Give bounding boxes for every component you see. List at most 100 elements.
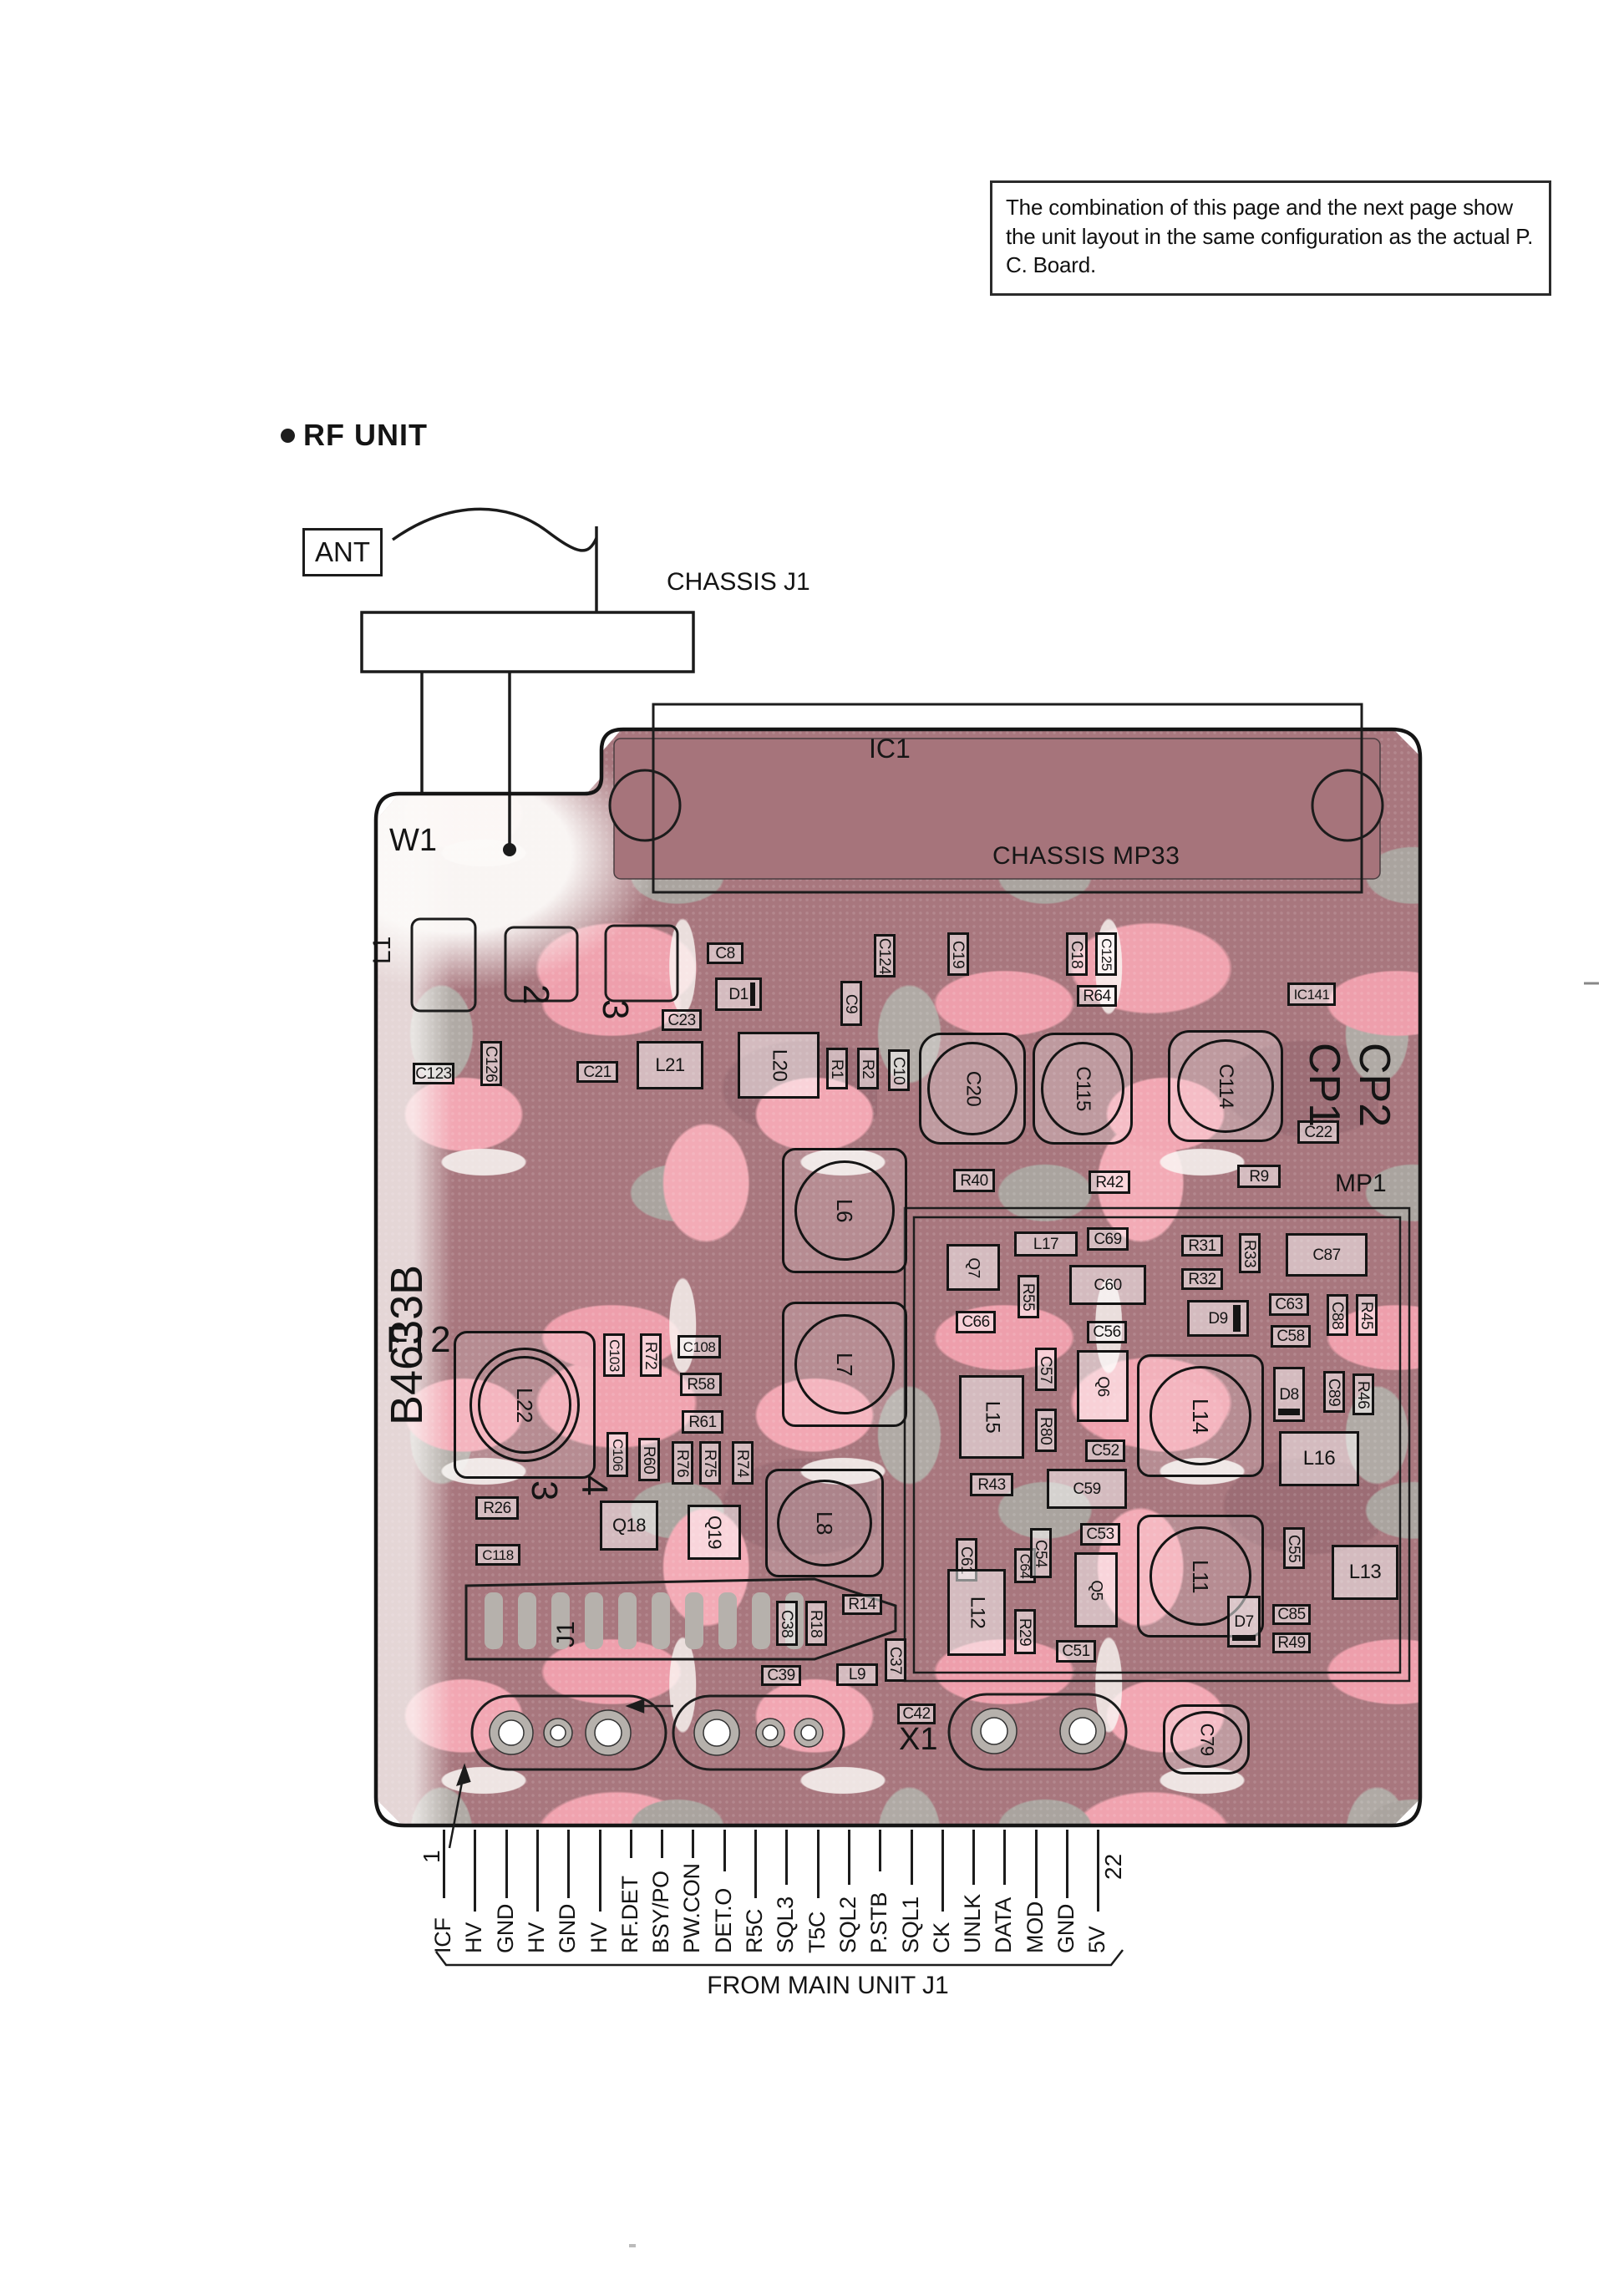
component-q7: Q7 <box>946 1244 1000 1291</box>
component-cp1: CP1 <box>1300 1043 1348 1128</box>
component-r61: R61 <box>682 1410 723 1434</box>
component-c53: C53 <box>1080 1523 1120 1546</box>
pin-label-rf-det: RF.DET <box>617 1876 642 1953</box>
pin-group-bracket <box>435 1949 1124 1967</box>
pin-line-7 <box>629 1830 632 1858</box>
component-c54: C54 <box>1030 1528 1052 1578</box>
pin-line-14 <box>847 1830 850 1885</box>
chassis-j1-label: CHASSIS J1 <box>667 568 810 596</box>
component-2: 2 <box>515 984 556 1005</box>
section-heading: RF UNIT <box>281 418 428 453</box>
board-outline <box>373 727 1423 1828</box>
component-l22: L22 <box>454 1331 596 1479</box>
component-l11: L11 <box>1137 1515 1264 1637</box>
component-c52: C52 <box>1085 1439 1125 1462</box>
component-d1: D1 <box>715 977 762 1011</box>
pin-label-gnd: GND <box>492 1903 518 1953</box>
component-c58: C58 <box>1271 1325 1311 1348</box>
ant-label: ANT <box>315 536 370 567</box>
component-r29: R29 <box>1014 1609 1036 1654</box>
pin-label-data: DATA <box>991 1897 1017 1953</box>
bullet-icon <box>281 428 295 443</box>
component-l12: L12 <box>947 1569 1006 1656</box>
component-c57: C57 <box>1035 1348 1057 1391</box>
component-c66: C66 <box>956 1311 996 1333</box>
component-r26: R26 <box>475 1496 519 1520</box>
component-q5: Q5 <box>1074 1552 1118 1627</box>
component-3: 3 <box>524 1480 565 1501</box>
component-l8: L8 <box>765 1469 884 1577</box>
component-c18: C18 <box>1066 932 1088 976</box>
pin-label-p-stb: P.STB <box>866 1891 892 1953</box>
component-r33: R33 <box>1239 1233 1261 1273</box>
component-4: 4 <box>574 1475 615 1496</box>
component-l7: L7 <box>782 1302 907 1427</box>
component-r46: R46 <box>1352 1373 1374 1415</box>
component-c89: C89 <box>1323 1371 1345 1413</box>
component-c114: C114 <box>1168 1030 1283 1142</box>
component-l17: L17 <box>1014 1231 1078 1257</box>
component-c85: C85 <box>1272 1604 1311 1625</box>
pin-label-gnd: GND <box>555 1903 581 1953</box>
pin-label-pw-con: PW.CON <box>679 1863 705 1953</box>
pin-line-15 <box>879 1830 882 1871</box>
pin-line-11 <box>754 1830 757 1898</box>
pin-line-4 <box>535 1830 539 1912</box>
pin1-arrow <box>448 1763 471 1849</box>
component-l14: L14 <box>1137 1354 1264 1477</box>
component-r31: R31 <box>1181 1235 1223 1257</box>
pin-line-16 <box>910 1830 913 1885</box>
component-r18: R18 <box>805 1601 827 1646</box>
component-r43: R43 <box>970 1473 1013 1496</box>
component-c19: C19 <box>947 932 969 976</box>
ic1-block <box>608 738 1384 880</box>
pin-line-19 <box>1003 1830 1007 1885</box>
pin-line-13 <box>816 1830 820 1898</box>
component-q19: Q19 <box>688 1505 741 1560</box>
component-c125: C125 <box>1095 932 1117 976</box>
pin-line-5 <box>567 1830 571 1898</box>
component-3: 3 <box>595 999 636 1020</box>
pin-line-9 <box>692 1830 695 1858</box>
pin-label-det-o: DET.O <box>710 1887 736 1953</box>
component-c108: C108 <box>678 1335 721 1358</box>
component-l15: L15 <box>959 1375 1024 1459</box>
component-c69: C69 <box>1087 1227 1129 1251</box>
component-r14: R14 <box>842 1594 882 1615</box>
chassis-mp33-label: CHASSIS MP33 <box>992 842 1180 870</box>
component-w1: W1 <box>389 823 437 858</box>
pin-line-20 <box>1034 1830 1038 1898</box>
component-c79: C79 <box>1163 1704 1250 1775</box>
note-box: The combination of this page and the nex… <box>990 180 1551 296</box>
component-r60: R60 <box>638 1438 660 1481</box>
pin-label-mod: MOD <box>1022 1901 1048 1953</box>
chassis-connector-body <box>360 611 695 673</box>
pin-line-3 <box>505 1830 508 1898</box>
component-r74: R74 <box>732 1441 754 1485</box>
w1-solder-dot <box>503 843 516 856</box>
note-text: The combination of this page and the nex… <box>1006 195 1534 278</box>
component-mp1: MP1 <box>1335 1170 1387 1197</box>
component-c87: C87 <box>1286 1233 1368 1277</box>
pin-line-1 <box>443 1830 445 1898</box>
component-c124: C124 <box>874 934 896 977</box>
pin-line-10 <box>723 1830 726 1871</box>
component-c51: C51 <box>1056 1640 1096 1663</box>
component-c88: C88 <box>1327 1294 1348 1336</box>
component-c118: C118 <box>475 1544 520 1566</box>
component-c8: C8 <box>707 942 743 964</box>
ic1-label: IC1 <box>869 734 911 764</box>
component-c56: C56 <box>1087 1321 1127 1343</box>
pin-label-t5c: T5C <box>804 1911 830 1953</box>
component-c123: C123 <box>413 1063 454 1084</box>
component-1: 1 <box>419 1850 444 1863</box>
pin-line-22 <box>1097 1830 1100 1912</box>
page-title: RF UNIT <box>303 418 428 452</box>
pin-label-sql2: SQL2 <box>835 1896 860 1953</box>
component-c37: C37 <box>885 1638 906 1682</box>
component-d7: D7 <box>1227 1596 1261 1648</box>
component-r2: R2 <box>857 1048 879 1089</box>
pin-label-hv: HV <box>461 1922 487 1953</box>
